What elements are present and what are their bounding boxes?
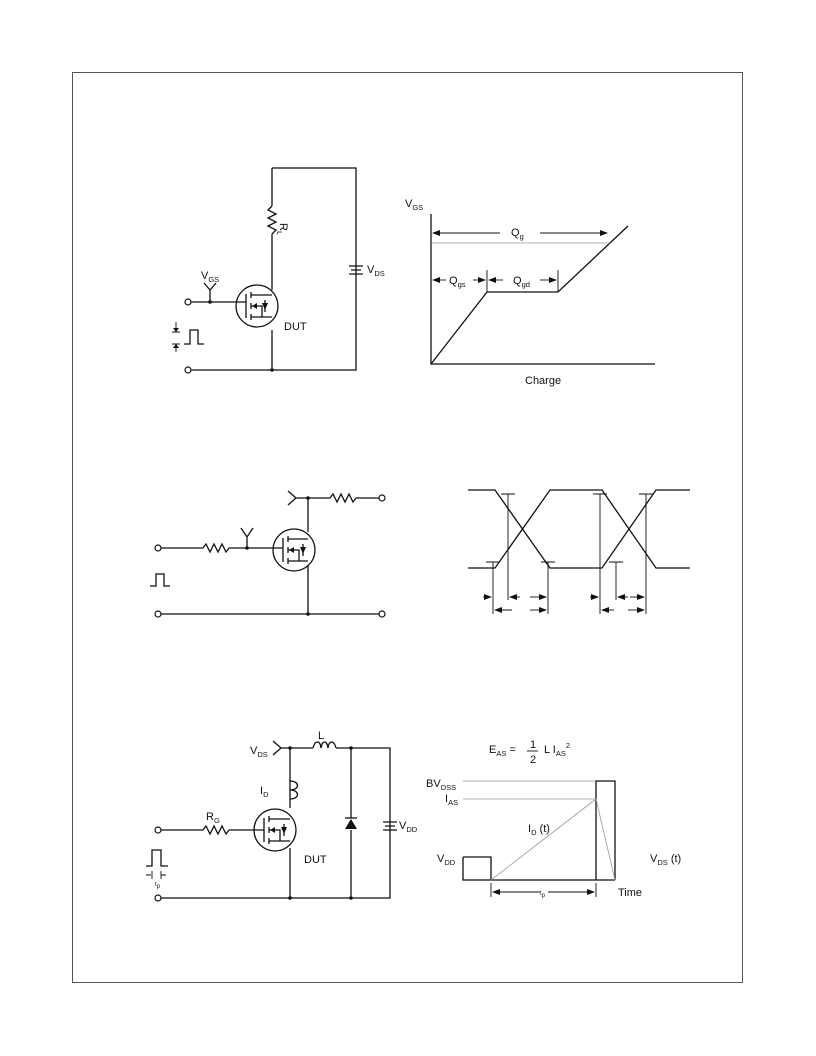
gq-qg-label: Qg xyxy=(511,227,524,241)
sw-vds-probe-icon xyxy=(287,490,297,506)
switching-circuit xyxy=(150,490,386,618)
av-bvdss-label: BVDSS xyxy=(426,778,456,792)
gq-vgs-curve xyxy=(430,225,629,365)
av-id-ramp xyxy=(490,798,616,881)
av-dut-label: DUT xyxy=(304,854,327,866)
gq-y-label: VGS xyxy=(405,198,423,212)
av-fraction-numerator: 1 xyxy=(530,739,536,751)
sw-source-terminal[interactable] xyxy=(154,610,162,618)
gc-dut-label: DUT xyxy=(284,321,307,333)
sw-pulse-icon xyxy=(150,573,170,587)
sw-wave-rising xyxy=(468,489,690,569)
gc-load-resistor xyxy=(266,205,278,235)
av-supply-loop xyxy=(160,747,391,899)
sw-return-terminal[interactable] xyxy=(378,610,386,618)
gate-charge-circuit: RL VDS VGS DUT xyxy=(172,167,385,374)
gq-x-label: Charge xyxy=(525,375,561,387)
sw-gate-terminal[interactable] xyxy=(154,544,162,552)
av-gate-terminal[interactable] xyxy=(154,826,162,834)
av-tp-ticks xyxy=(490,883,597,897)
gq-qgs-label: Qgs xyxy=(449,275,466,289)
av-time-label: Time xyxy=(618,887,642,899)
gc-gate-terminal[interactable] xyxy=(184,298,192,306)
av-vdd-label: VDD xyxy=(399,820,418,834)
av-tp-label: tp xyxy=(155,882,161,890)
av-rg-label: RG xyxy=(206,811,220,825)
sw-vgs-probe-icon xyxy=(240,527,254,548)
av-diode-icon xyxy=(345,817,357,829)
av-fraction-denominator: 2 xyxy=(530,754,536,766)
av-vdd-step xyxy=(463,856,492,880)
gc-rl-label: RL xyxy=(275,223,289,235)
gc-battery-icon xyxy=(349,265,363,275)
av-battery-icon xyxy=(383,821,397,831)
av-vds-probe-icon xyxy=(272,740,282,756)
page-border xyxy=(72,72,743,983)
gc-pulse-source-icon xyxy=(172,322,204,352)
av-vdd-level-label: VDD xyxy=(437,853,456,867)
gate-charge-waveform: VGS Charge Qg Qgs Qgd xyxy=(405,198,655,387)
gq-axes xyxy=(430,214,655,365)
gc-mosfet-icon xyxy=(235,284,279,328)
av-axes xyxy=(462,857,615,881)
av-id-label: ID xyxy=(260,785,269,799)
av-vds-pulse xyxy=(595,780,616,880)
gc-vgs-label: VGS xyxy=(201,270,219,284)
sw-mosfet-icon xyxy=(272,528,316,572)
av-ias-label: IAS xyxy=(445,793,458,807)
av-gate-resistor xyxy=(202,824,230,836)
gq-ticks xyxy=(486,270,559,292)
av-equation-left: EAS= xyxy=(489,744,516,758)
avalanche-circuit: VDS L ID RG VDD DUT tp xyxy=(146,730,418,902)
av-pulse-icon xyxy=(146,849,168,867)
av-source-terminal[interactable] xyxy=(154,894,162,902)
av-tp-wave-label: tp xyxy=(540,891,546,899)
sw-wave-falling xyxy=(468,489,690,569)
av-vds-label: VDS xyxy=(250,745,268,759)
sw-timing-markers xyxy=(486,493,653,614)
av-inductor-icon xyxy=(312,741,337,749)
sw-timing-arrows xyxy=(483,594,645,613)
sw-load-resistor xyxy=(329,492,357,504)
switching-waveforms xyxy=(468,489,690,614)
gc-source-terminal[interactable] xyxy=(184,366,192,374)
gq-qgd-label: Qgd xyxy=(513,275,530,289)
sw-gate-resistor xyxy=(202,542,230,554)
sw-drain-terminal[interactable] xyxy=(378,494,386,502)
av-id-t-label: ID (t) xyxy=(528,823,550,837)
av-current-probe-icon xyxy=(289,780,299,800)
av-equation-right: L IAS2 xyxy=(544,741,570,758)
av-inductor-label: L xyxy=(318,730,324,742)
av-vds-t-label: VDS (t) xyxy=(650,853,681,867)
gc-vds-label: VDS xyxy=(367,264,385,278)
gc-vgs-probe-icon xyxy=(203,282,217,302)
avalanche-waveform: EAS= 1 2 L IAS2 BVDSS IAS ID (t) VDD VDS… xyxy=(426,739,681,899)
